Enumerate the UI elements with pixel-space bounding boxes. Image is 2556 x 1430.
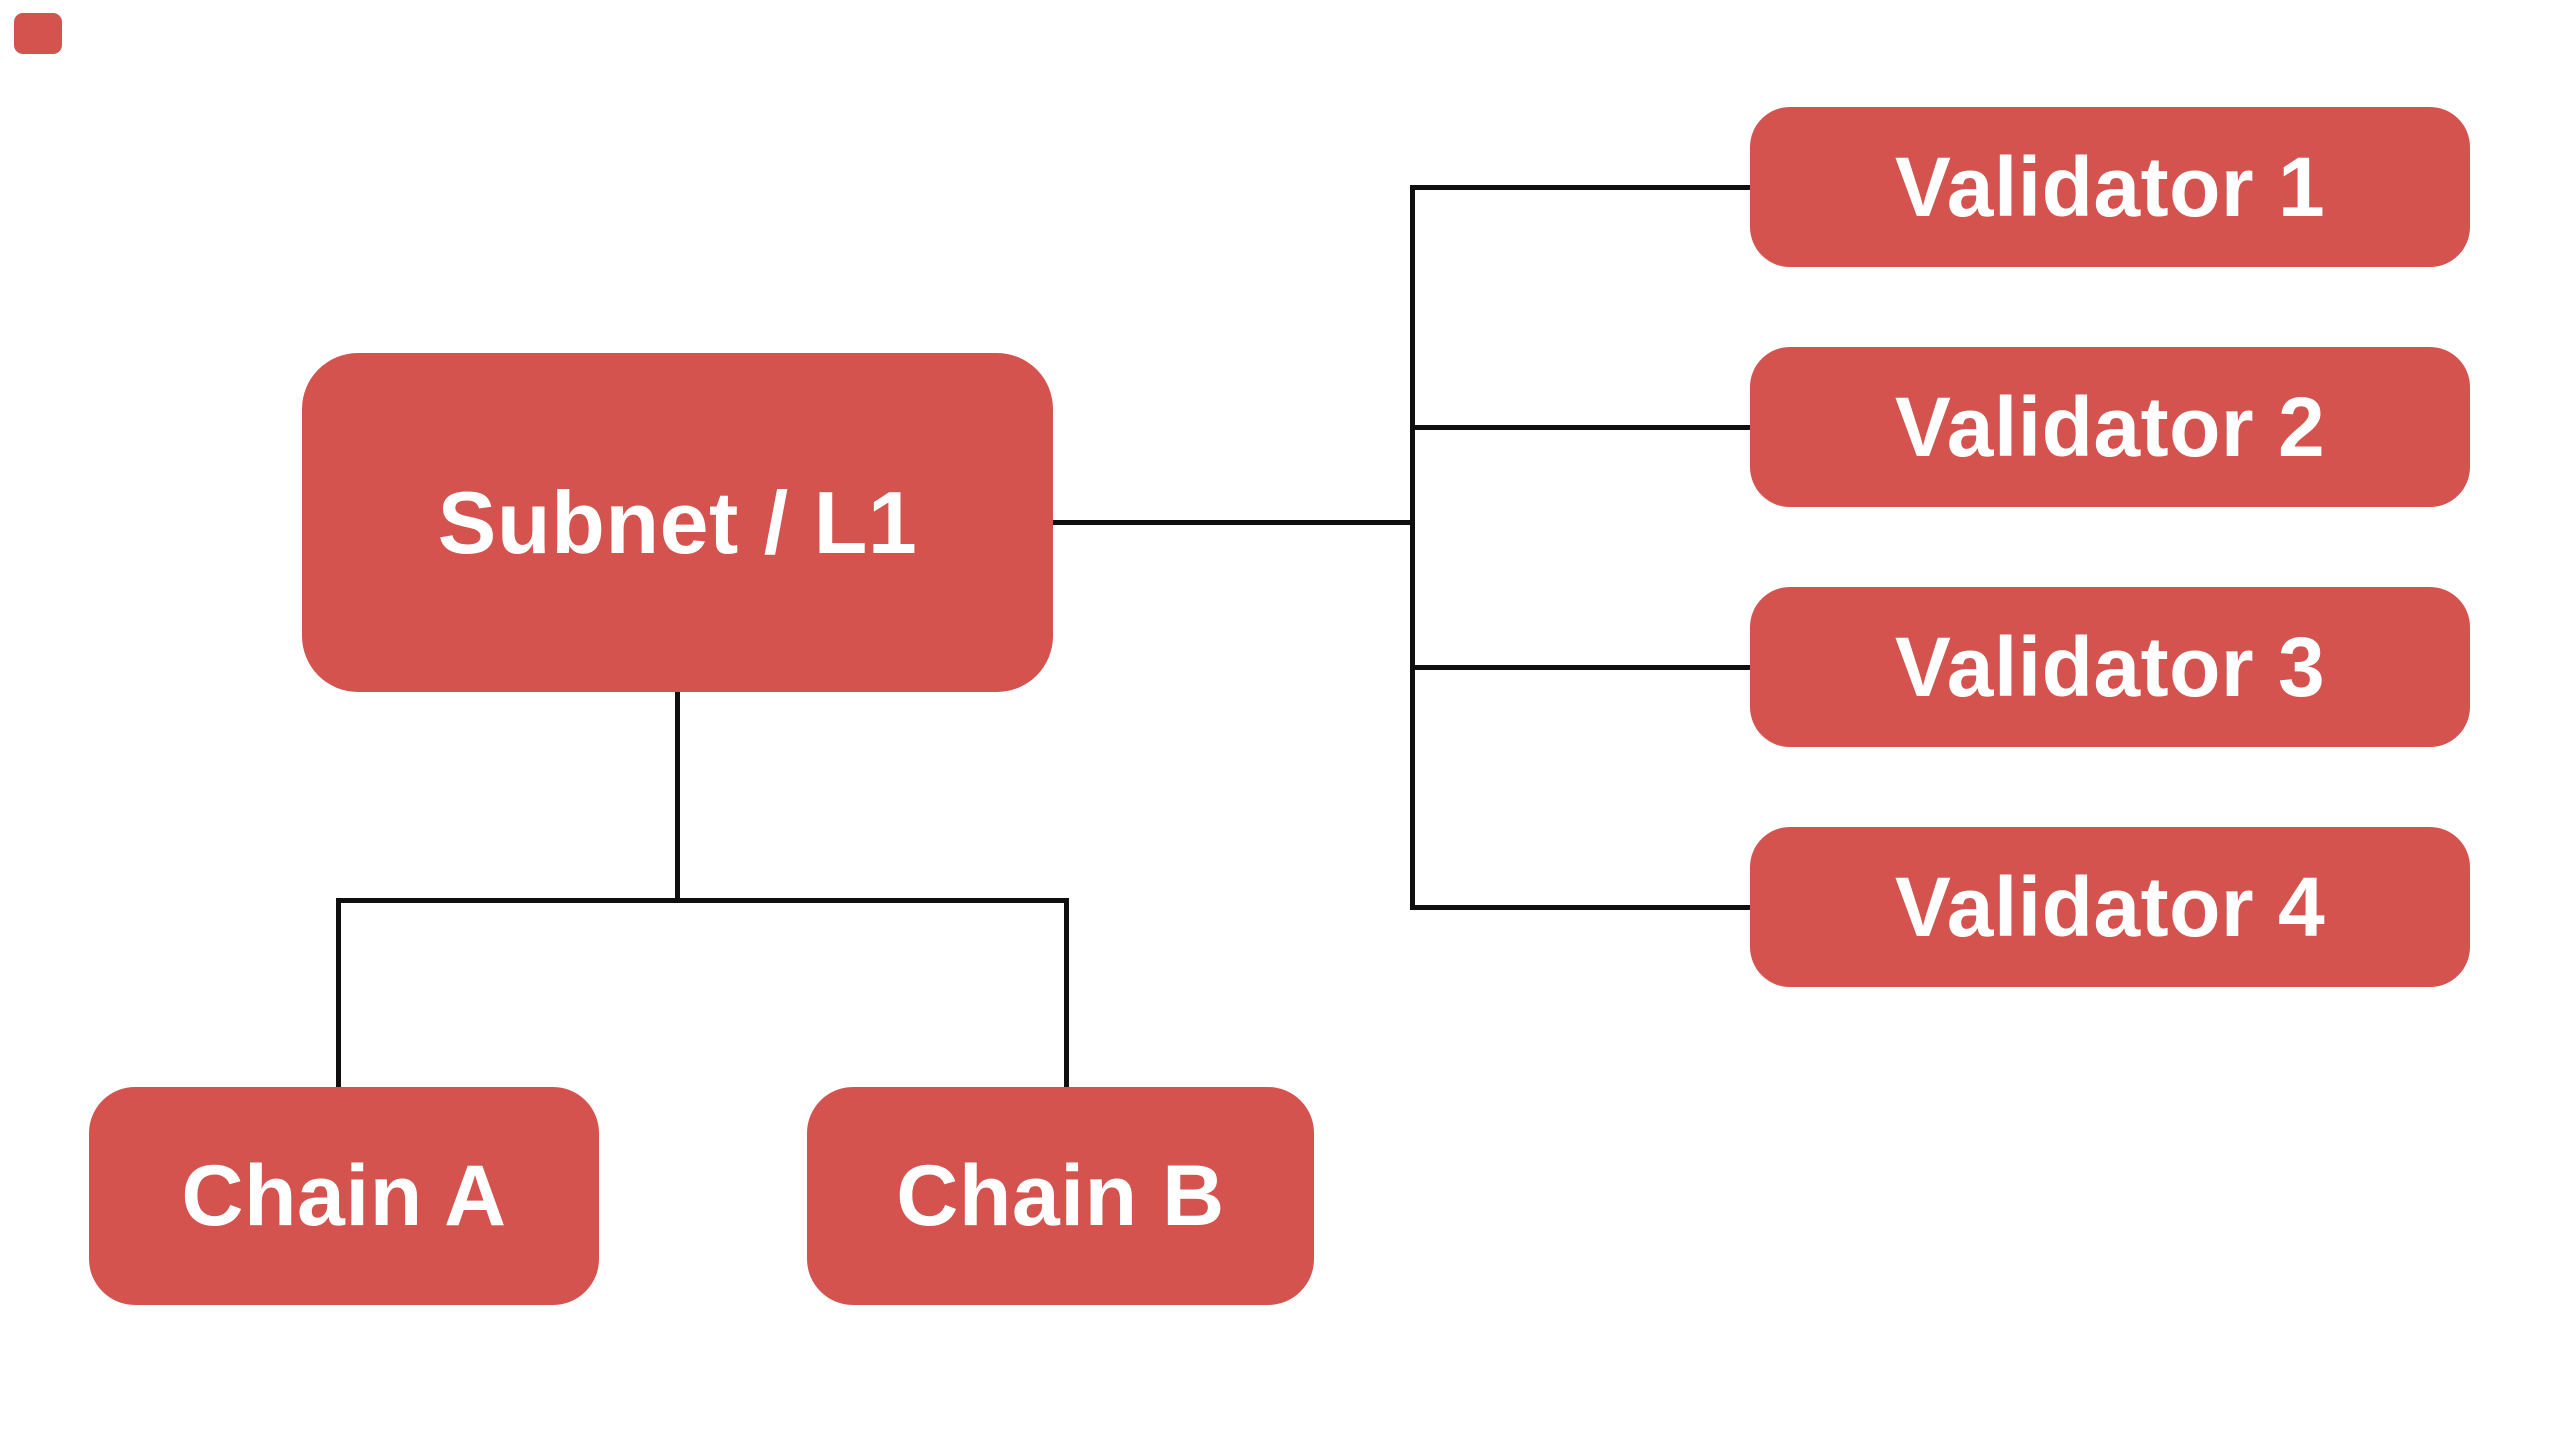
stray-shape bbox=[14, 13, 62, 54]
node-chain-a-label: Chain A bbox=[181, 1147, 507, 1244]
node-chain-b-label: Chain B bbox=[896, 1147, 1225, 1244]
node-validator-2: Validator 2 bbox=[1750, 347, 2470, 507]
node-validator-3: Validator 3 bbox=[1750, 587, 2470, 747]
node-validator-1: Validator 1 bbox=[1750, 107, 2470, 267]
connector-subnet-to-trunk bbox=[1053, 520, 1412, 525]
node-chain-a: Chain A bbox=[89, 1087, 599, 1305]
connector-chain-b-drop bbox=[1064, 898, 1069, 1090]
connector-validator-3-branch bbox=[1410, 665, 1750, 670]
connector-chain-rail bbox=[336, 898, 1069, 903]
node-chain-b: Chain B bbox=[807, 1087, 1314, 1305]
node-subnet-l1: Subnet / L1 bbox=[302, 353, 1053, 692]
node-validator-4: Validator 4 bbox=[1750, 827, 2470, 987]
node-validator-1-label: Validator 1 bbox=[1894, 139, 2326, 234]
connector-subnet-to-chain-rail bbox=[675, 692, 680, 903]
node-validator-4-label: Validator 4 bbox=[1894, 859, 2326, 954]
node-validator-3-label: Validator 3 bbox=[1894, 619, 2326, 714]
connector-validator-trunk bbox=[1410, 185, 1415, 910]
node-validator-2-label: Validator 2 bbox=[1894, 379, 2326, 474]
connector-validator-1-branch bbox=[1410, 185, 1750, 190]
connector-validator-4-branch bbox=[1410, 905, 1750, 910]
connector-chain-a-drop bbox=[336, 898, 341, 1090]
connector-validator-2-branch bbox=[1410, 425, 1750, 430]
node-subnet-l1-label: Subnet / L1 bbox=[437, 472, 918, 572]
